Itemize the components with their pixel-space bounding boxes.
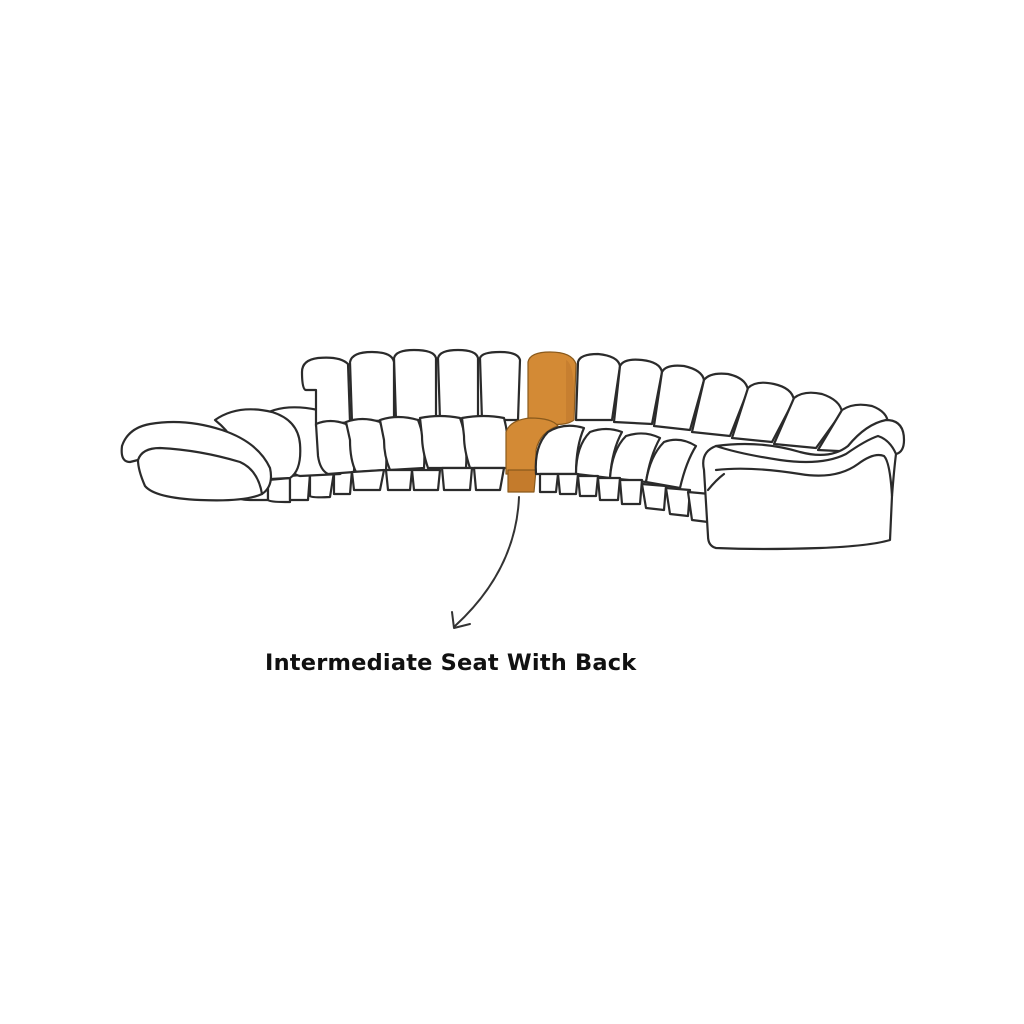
callout-arrow <box>451 496 520 629</box>
highlighted-intermediate-seat-with-back[interactable] <box>505 351 577 493</box>
left-seat-group <box>120 406 354 504</box>
module-label-caption: Intermediate Seat With Back <box>265 650 637 676</box>
left-back-modules <box>300 348 522 492</box>
right-end-module-with-arm <box>702 418 906 551</box>
right-back-modules <box>534 352 890 524</box>
